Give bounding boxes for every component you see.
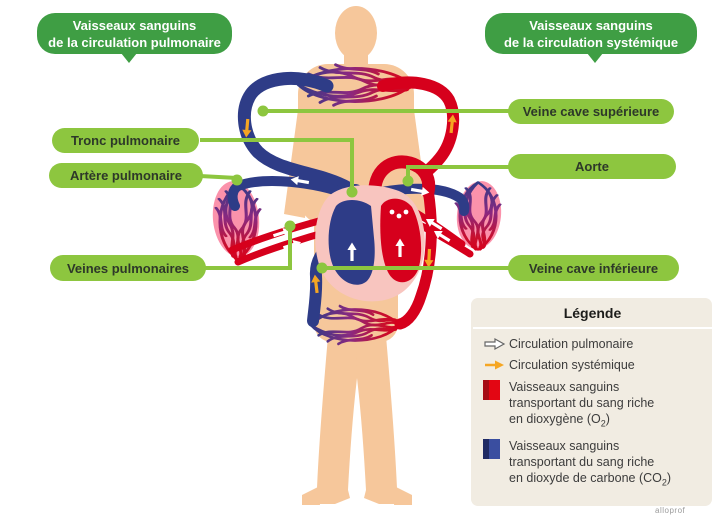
legend-item-co2-rich: Vaisseaux sanguins transportant du sang … [483,438,702,491]
banner-systemic-vessels: Vaisseaux sanguins de la circulation sys… [485,13,697,63]
label-veine-cave-inferieure: Veine cave inférieure [508,255,679,281]
legend-item-label: Circulation systémique [509,358,635,372]
banner-line: de la circulation pulmonaire [48,34,221,50]
legend-item-label: Vaisseaux sanguins transportant du sang … [509,380,655,429]
left-pulmonary-artery [227,176,355,211]
legend-item-pulmonary: Circulation pulmonaire [483,337,702,351]
right-heart-chamber [328,200,375,285]
tronc-pulmonaire-connector [200,138,354,190]
callout-dots [231,105,414,274]
veines-pulmonaires-connector [205,228,292,270]
watermark: alloprof [655,506,686,515]
banner-pointer [587,53,603,63]
aorte-connector [406,165,510,178]
legend-item-label: Circulation pulmonaire [509,337,634,351]
artere-pulmonaire-connector [199,174,238,180]
blue-swatch-icon [483,438,509,459]
legend-separator [473,327,714,329]
legend-item-systemic: Circulation systémique [483,358,702,372]
legend-panel: Légende Circulation pulmonaire Circulati… [471,298,714,506]
aortic-arch [368,155,436,205]
orange-arrow-icon [483,358,509,372]
label-artere-pulmonaire: Artère pulmonaire [49,163,203,188]
callout-connectors [199,109,510,270]
heart [315,185,425,302]
label-tronc-pulmonaire: Tronc pulmonaire [52,128,199,153]
banner-pulmonary-vessels: Vaisseaux sanguins de la circulation pul… [37,13,232,63]
label-aorte: Aorte [508,154,676,179]
superior-vena-cava [237,71,355,195]
banner-line: de la circulation systémique [503,34,679,50]
red-swatch-icon [483,379,509,400]
legend-item-oxygen-rich: Vaisseaux sanguins transportant du sang … [483,379,702,432]
banner-pointer [121,53,137,63]
banner-line: Vaisseaux sanguins [529,17,653,33]
white-arrow-icon [483,337,509,351]
legend-item-label: Vaisseaux sanguins transportant du sang … [509,438,672,488]
label-veine-cave-superieure: Veine cave supérieure [508,99,674,124]
legend-title: Légende [563,305,622,321]
banner-line: Vaisseaux sanguins [72,17,197,33]
label-veines-pulmonaires: Veines pulmonaires [50,255,206,281]
